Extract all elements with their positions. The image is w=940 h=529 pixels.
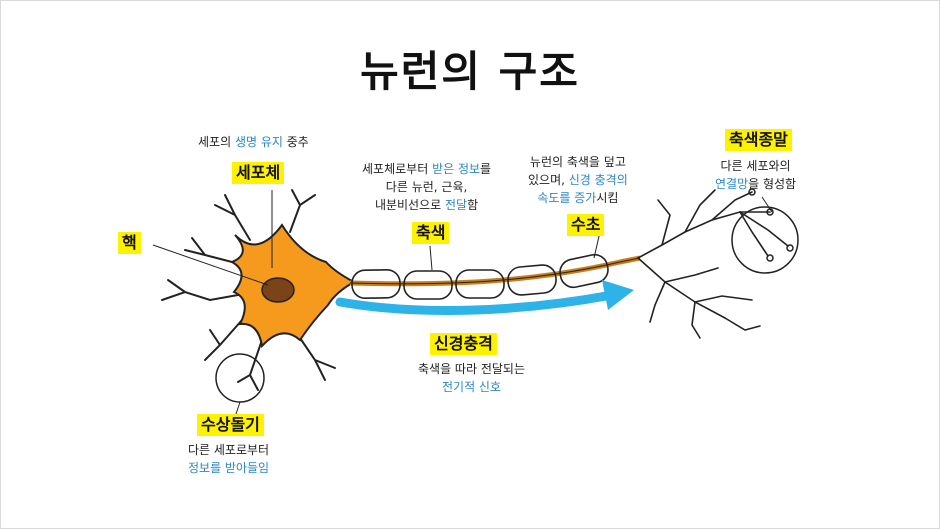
terminal-tag: 축색종말 — [725, 129, 792, 151]
impulse-description: 축색을 따라 전달되는 전기적 신호 — [418, 362, 525, 394]
soma-tag: 세포체 — [232, 162, 285, 184]
axon-description: 세포체로부터 받은 정보를 다른 뉴런, 근육, 내분비선으로 전달함 — [362, 162, 492, 212]
impulse-tag: 신경충격 — [430, 333, 497, 355]
dendrite-tag: 수상돌기 — [197, 414, 264, 436]
myelin-tag: 수초 — [567, 214, 605, 236]
pointer-lines — [152, 190, 773, 415]
soma-description: 세포의 생명 유지 중추 — [198, 135, 309, 149]
terminal-zoom-circle — [731, 206, 799, 274]
nucleus — [261, 277, 295, 303]
nucleus-tag: 핵 — [118, 232, 141, 254]
dendrite-zoom-circle — [215, 353, 265, 403]
dendrite-description: 다른 세포로부터 정보를 받아들임 — [188, 443, 270, 475]
dendrites — [161, 189, 336, 391]
page-title: 뉴런의 구조 — [360, 47, 580, 96]
myelin-description: 뉴런의 축색을 덮고 있으며, 신경 충격의 속도를 증가시킴 — [528, 155, 628, 205]
signal-arrow — [335, 290, 617, 315]
axon-tag: 축색 — [412, 222, 450, 244]
myelin-segments — [351, 253, 609, 300]
terminal-boutons — [748, 188, 794, 262]
axon-terminals — [637, 189, 789, 339]
signal-arrowhead — [602, 280, 634, 310]
terminal-description: 다른 세포와의 연결망을 형성함 — [715, 159, 797, 191]
